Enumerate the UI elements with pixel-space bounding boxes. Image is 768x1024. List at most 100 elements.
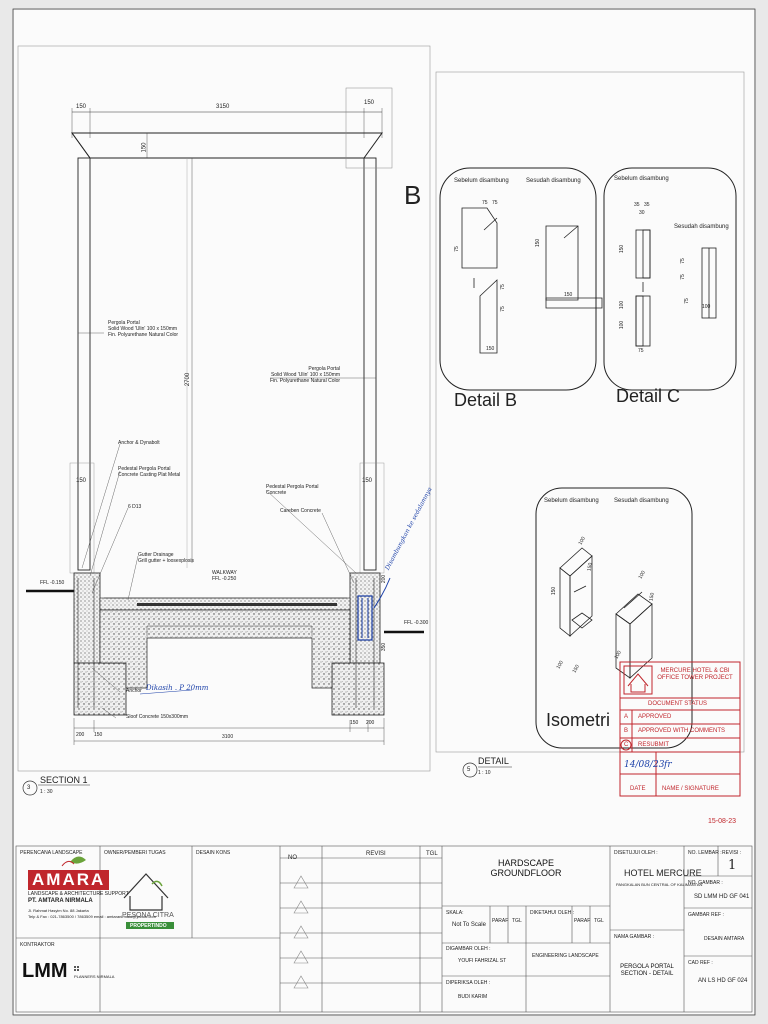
tb-skala-value: Not To Scale (452, 922, 486, 928)
dim-150-right: 150 (362, 478, 373, 484)
dim-top-right: 150 (364, 100, 375, 106)
detail-c-dim-7: 100 (619, 300, 626, 310)
tb-perencana: PERENCANA LANDSCAPE (20, 850, 83, 856)
detail-b-dim-1: 75 (482, 200, 488, 206)
isometri-dim-3: 150 (551, 586, 558, 596)
rev-header-tgl: TGL (426, 851, 438, 857)
tb-amara-address: Jl. Rahmat Hasyim No. 88 Jakarta (28, 908, 89, 913)
tb-paraf-2: PARAF (574, 918, 591, 924)
tb-diperiksa-value: BUDI KARIM (458, 994, 488, 1000)
detail-c-after: Sesudah disambung (674, 224, 729, 230)
dim-beam-depth: 150 (141, 142, 148, 153)
section-number: 3 (27, 785, 31, 791)
detail-c-title: Detail C (616, 386, 681, 406)
stamp-status-title: DOCUMENT STATUS (648, 701, 708, 707)
detail-b-dim-2: 75 (492, 200, 498, 206)
detail-b-marker: B (404, 180, 422, 210)
tb-cad-value: AN LS HD GF 024 (698, 978, 748, 984)
tb-tgl-1: TGL (512, 918, 522, 924)
dim-200-right: 200 (381, 574, 388, 584)
tb-diketahui: DIKETAHUI OLEH : (530, 910, 575, 916)
tb-amara-contact: Telp & Fax : 021-7863500 / 7863509 email… (28, 914, 156, 919)
detail-c-dim-3: 30 (639, 210, 645, 216)
drawing-sheet: 150 3150 150 150 2700 B Pergola Portal S… (12, 8, 756, 1016)
stamp-handwritten-name: fr (664, 760, 672, 770)
tb-engineering: ENGINEERING LANDSCAPE (532, 953, 599, 959)
detail-b-title: Detail B (454, 390, 518, 410)
tb-revisi-value: 1 (728, 858, 737, 873)
tb-paraf-1: PARAF (492, 918, 509, 924)
detail-b-dim-5: 75 (499, 284, 506, 290)
rev-header-no: NO (288, 855, 297, 861)
tb-desain: DESAIN KONS (196, 850, 231, 856)
dim-bottom-150-right: 150 (350, 720, 359, 726)
stamp-letter-b: B (624, 728, 629, 734)
detail-c-dim-10: 75 (683, 298, 690, 304)
stamp-resubmit: RESUBMIT (638, 742, 670, 748)
corner-date: 15-08-23 (708, 818, 737, 825)
detail-b-dim-7: 150 (486, 346, 495, 352)
tb-drawing-title: HARDSCAPE GROUNDFLOOR (490, 858, 562, 878)
tb-revisi-label: REVISI : (722, 850, 742, 856)
dim-bottom-total: 3100 (222, 734, 234, 740)
detail-c-dim-1: 35 (634, 202, 640, 208)
callout-pergola-right: Pergola Portal Solid Wood 'Ulin' 100 x 1… (270, 366, 341, 384)
level-ffl-right: FFL -0.300 (404, 620, 429, 626)
detail-b-after: Sesudah disambung (526, 178, 581, 184)
tb-amara-tagline: LANDSCAPE & ARCHITECTURE SUPPORT (28, 891, 129, 897)
dim-bottom-200-right: 200 (366, 720, 375, 726)
detail-c-dim-8: 100 (619, 320, 626, 330)
amara-logo: AMARA (28, 870, 110, 890)
drawing-linework (12, 8, 756, 1016)
dim-bottom-150-left: 150 (94, 732, 103, 738)
tb-nama-gambar: NAMA GAMBAR : (614, 934, 655, 940)
callout-pergola-left: Pergola Portal Solid Wood 'Ulin' 100 x 1… (108, 320, 179, 338)
tb-drawing-name: PERGOLA PORTAL SECTION - DETAIL (620, 964, 674, 977)
callout-pedestal-right: Pedestal Pergola Portal Concrete (266, 484, 319, 496)
tb-tgl-2: TGL (594, 918, 604, 924)
section-scale: 1 : 30 (40, 789, 53, 795)
tb-owner: OWNER/PEMBERI TUGAS (104, 850, 166, 856)
tb-gambar-ref: GAMBAR REF : (688, 912, 724, 918)
tb-pesona: PESONA CITRA (122, 912, 174, 919)
dim-bottom-200-left: 200 (76, 732, 85, 738)
detail-c-dim-11: 100 (702, 304, 711, 310)
callout-walkway: WALKWAY FFL -0.250 (212, 570, 237, 582)
tb-kontraktor: KONTRAKTOR (20, 942, 55, 948)
tb-digambar-value: YOUFI FAHRIZAL ST (458, 958, 507, 964)
detail-b-before: Sebelum disambung (454, 178, 509, 184)
tb-no-gambar: NO. GAMBAR : (688, 880, 723, 886)
section-title: SECTION 1 (40, 775, 88, 785)
tb-pesona-sub: PROPERTINDO (130, 923, 167, 929)
isometri-after: Sesudah disambung (614, 498, 669, 504)
tb-lmm-sub: PLANNERS NIRMALA (74, 974, 115, 979)
dim-150-left: 150 (76, 478, 87, 484)
detail-b-dim-6: 75 (499, 306, 506, 312)
tb-lmm: LMM (22, 960, 68, 982)
stamp-approved: APPROVED (638, 714, 672, 720)
level-ffl-left: FFL -0.150 (40, 580, 65, 586)
detail-b-dim-3: 75 (453, 246, 460, 252)
tb-no-gambar-value: SD LMM HD GF 041 (694, 894, 750, 900)
detail-number: 5 (467, 767, 471, 773)
tb-cad-ref: CAD REF : (688, 960, 713, 966)
detail-c-dim-5: 75 (679, 258, 686, 264)
detail-b-dim-8: 150 (564, 292, 573, 298)
callout-gutter: Gutter Drainage Grill gutter + loosexplo… (138, 552, 194, 564)
detail-c-dim-6: 75 (679, 274, 686, 280)
detail-c-dim-2: 35 (644, 202, 650, 208)
tb-project-name: HOTEL MERCURE (624, 868, 702, 878)
tb-digambar-label: DIGAMBAR OLEH : (446, 946, 491, 952)
callout-pedestal-left: Pedestal Pergola Portal Concrete Casting… (118, 466, 181, 478)
tb-project-sub: PANGKALAN BUN CENTRAL OF KALIMANTAN (616, 882, 703, 887)
callout-anchor-dynabolt: Anchor & Dynabolt (118, 440, 160, 446)
detail-c-before: Sebelum disambung (614, 176, 669, 182)
stamp-letter-c: C (624, 742, 629, 748)
tb-amara-company: PT. AMTARA NIRMALA (28, 898, 93, 904)
tb-skala-label: SKALA: (446, 910, 464, 916)
tb-disetujui: DISETUJUI OLEH : (614, 850, 658, 856)
callout-sloof: Sloof Concrete 150x300mm (126, 714, 188, 720)
stamp-project: MERCURE HOTEL & CBI OFFICE TOWER PROJECT (657, 668, 733, 681)
detail-b-dim-4: 150 (535, 238, 542, 248)
tb-desain-amtara: DESAIN AMTARA (704, 936, 745, 942)
